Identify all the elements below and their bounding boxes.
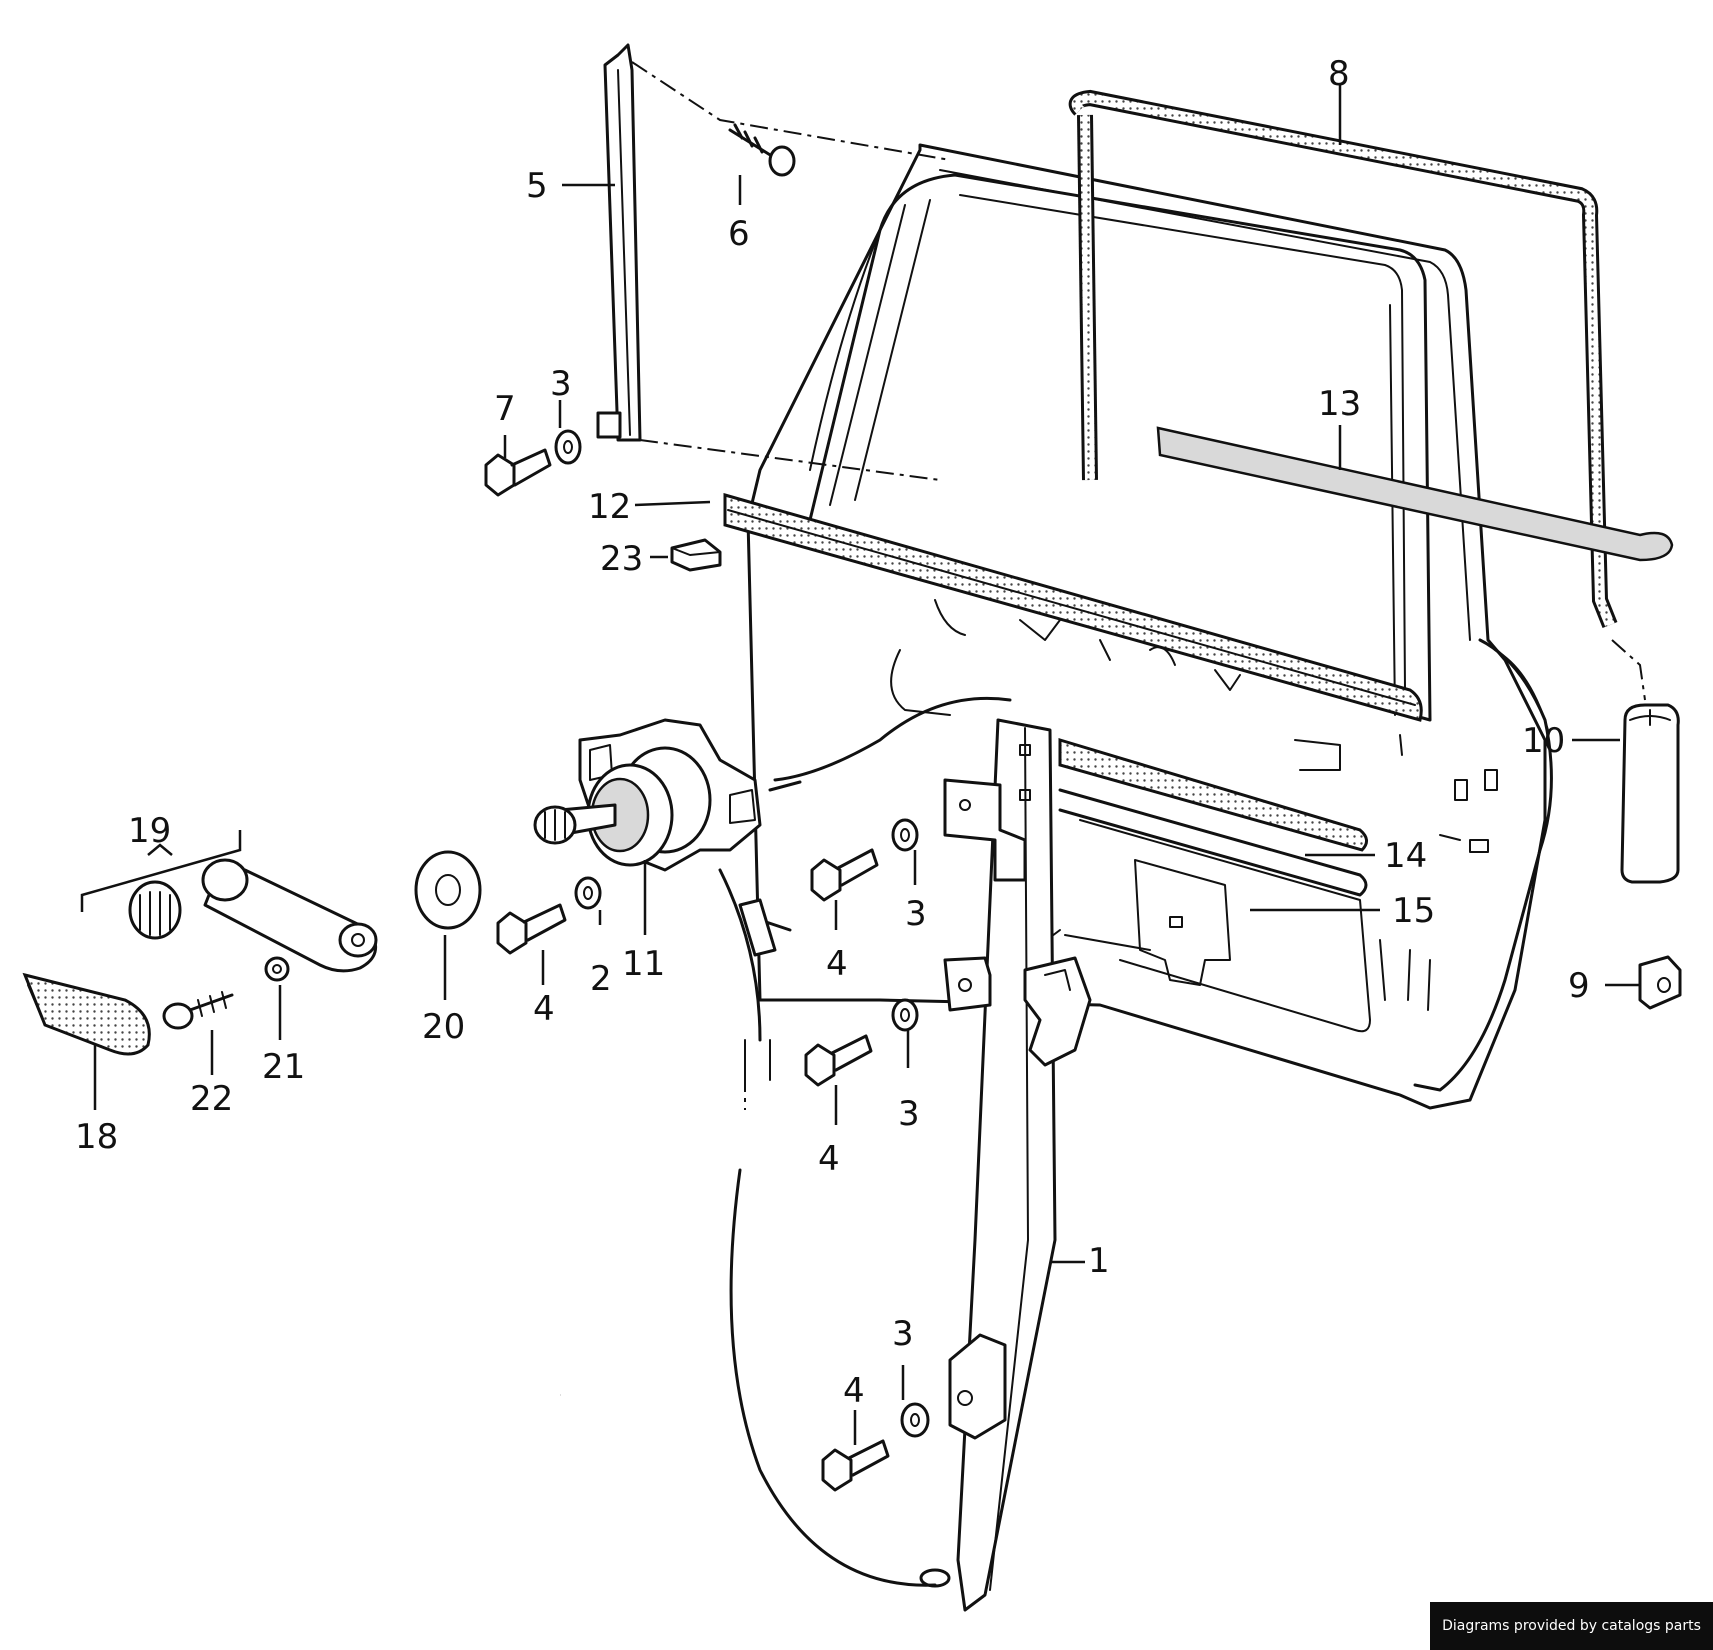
part-6-screw [728,123,796,177]
callout-3-c: 3 [898,1094,920,1134]
part-14-channel [1058,737,1368,852]
callout-23: 23 [600,539,643,579]
callout-4-d: 4 [843,1371,865,1411]
part-13-waist-strip [1156,426,1674,562]
callout-10: 10 [1522,721,1565,761]
part-11-regulator-gear [533,718,762,872]
part-22-screw [162,991,234,1030]
callout-numbers: 1 2 3 3 3 3 4 4 4 4 5 6 7 8 9 10 11 12 1… [75,54,1590,1411]
callout-8: 8 [1328,54,1350,94]
part-9-clip [1638,955,1682,1010]
callout-18: 18 [75,1117,118,1157]
callout-9: 9 [1568,966,1590,1006]
part-7-bolt [484,448,552,497]
part-10-end-cap [1620,703,1680,884]
part-8-window-seal [1068,89,1646,701]
callout-22: 22 [190,1079,233,1119]
part-18-trim [22,972,151,1056]
callout-19: 19 [128,811,171,851]
part-1-regulator-rail [919,718,1092,1612]
callout-2: 2 [590,959,612,999]
callout-13: 13 [1318,384,1361,424]
credit-banner: Diagrams provided by catalogs parts [1430,1602,1713,1650]
callout-14: 14 [1384,836,1427,876]
callout-4-a: 4 [533,989,555,1029]
callout-1: 1 [1088,1241,1110,1281]
callout-7: 7 [494,389,516,429]
callout-11: 11 [622,944,665,984]
part-3-washer-d [900,1402,930,1438]
part-21-washer [264,956,290,982]
part-3-washer-c [891,998,919,1032]
callout-3-d: 3 [892,1314,914,1354]
part-4-bolt-c [804,1034,873,1087]
callout-3-top: 3 [550,364,572,404]
part-4-bolt-a [496,903,567,955]
part-20-spacer [414,850,482,930]
part-3-washer-b [891,818,919,852]
regulator-cable [718,696,1012,1587]
callout-4-c: 4 [818,1139,840,1179]
part-15-channel [1058,788,1368,897]
part-4-bolt-d [821,1439,890,1492]
callout-12: 12 [588,487,631,527]
part-23-clip [670,538,722,572]
callout-15: 15 [1392,891,1435,931]
callout-21: 21 [262,1047,305,1087]
callout-4-b: 4 [826,944,848,984]
callout-3-b: 3 [905,894,927,934]
part-19-window-handle [128,858,378,973]
callout-6: 6 [728,214,750,254]
leader-lines [80,85,1640,1445]
part-3-washer-top [554,429,582,465]
part-4-bolt-b [810,848,879,902]
callout-20: 20 [422,1007,465,1047]
part-5-run-channel [596,43,642,442]
part-2-washer [574,876,602,910]
part-12-outer-strip [723,493,1423,722]
callout-5: 5 [526,166,548,206]
